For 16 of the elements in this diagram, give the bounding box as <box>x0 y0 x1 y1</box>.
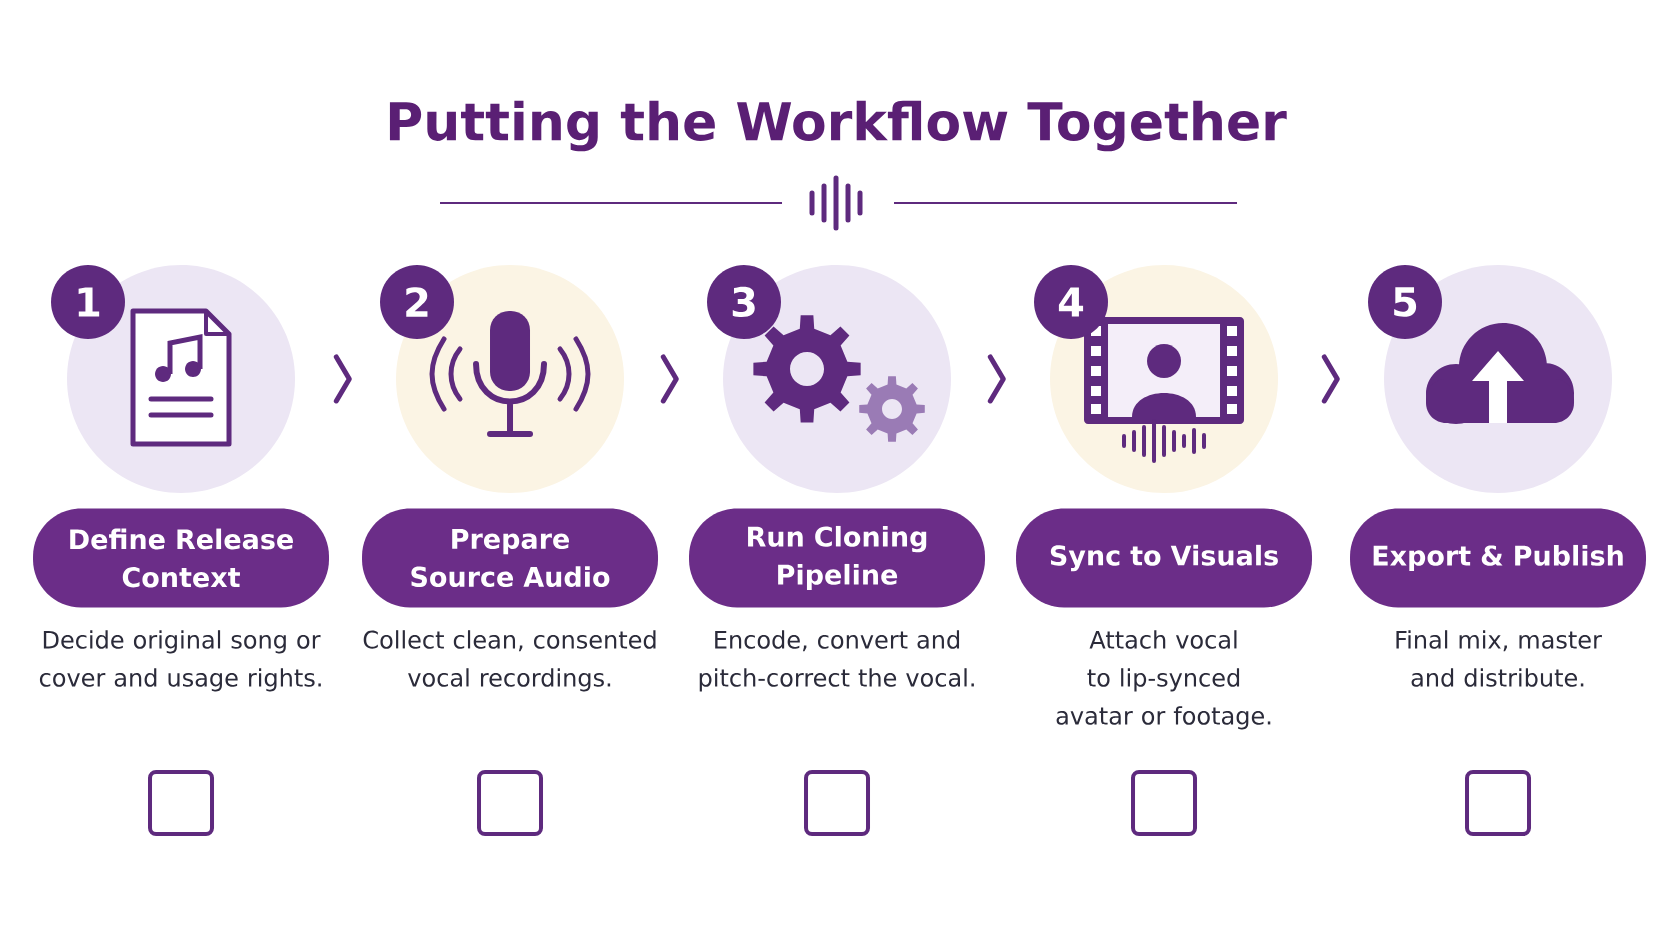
description-text: Collect clean, consented vocal recordings. <box>363 630 656 692</box>
step-pill: Define Release Context <box>33 508 329 608</box>
title: Putting the Workflow Together <box>389 100 1287 152</box>
number-badge: 5 <box>1368 265 1442 339</box>
description-text: Attach vocal to lip-synced avatar or footage. <box>1056 630 1271 730</box>
number-badge: 2 <box>380 265 454 339</box>
description-text: Final mix, master and distribute. <box>1396 630 1602 687</box>
description-text: Decide original song or cover and usage rights. <box>39 630 321 692</box>
number-badge: 4 <box>1034 265 1108 339</box>
step-pill: Export & Publish <box>1350 508 1646 608</box>
description-text: Encode, convert and pitch-correct the vocal. <box>699 630 974 692</box>
number-badge: 1 <box>51 265 125 339</box>
step-pill: Prepare Source Audio <box>362 508 658 608</box>
number-badge: 3 <box>707 265 781 339</box>
step-pill: Run Cloning Pipeline <box>689 508 985 608</box>
step-pill: Sync to Visuals <box>1016 508 1312 608</box>
